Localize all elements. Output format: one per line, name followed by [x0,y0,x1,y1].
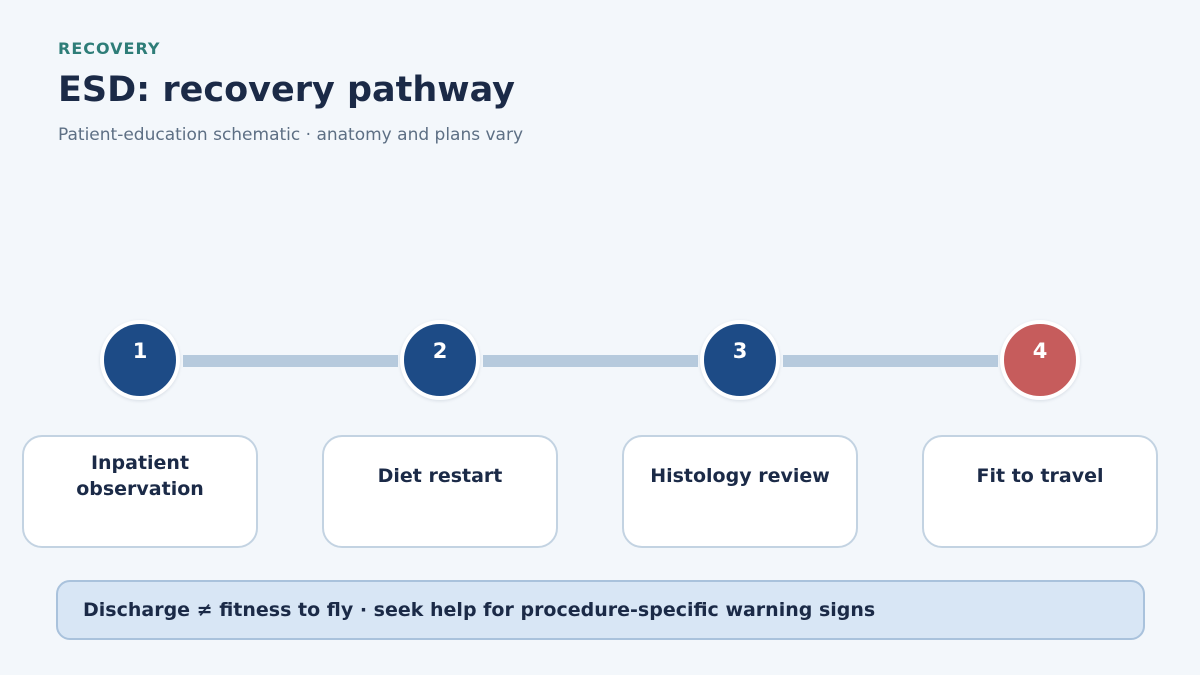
page-subtitle: Patient-education schematic · anatomy an… [58,125,524,145]
step-4-node: 4 [1000,320,1080,400]
page-title: ESD: recovery pathway [58,70,515,110]
step-1-node: 1 [100,320,180,400]
step-2-node: 2 [400,320,480,400]
step-1-label-line1: Inpatient [90,452,190,474]
step-2-card: Diet restart [322,435,558,548]
step-3-number: 3 [732,339,748,363]
step-3-card: Histology review [622,435,858,548]
connector-2-3 [483,355,698,367]
step-1-card: Inpatient observation [22,435,258,548]
connector-3-4 [783,355,998,367]
step-1-label: Inpatient observation [76,450,204,502]
eyebrow-label: RECOVERY [58,39,161,58]
step-3-label: Histology review [650,465,830,487]
warning-banner: Discharge ≠ fitness to fly · seek help f… [56,580,1145,640]
step-2-number: 2 [432,339,448,363]
step-1-number: 1 [132,339,148,363]
step-4-label: Fit to travel [976,465,1104,487]
step-2-label: Diet restart [377,465,503,487]
step-4-card: Fit to travel [922,435,1158,548]
connector-1-2 [183,355,398,367]
step-4-number: 4 [1032,339,1048,363]
warning-banner-text: Discharge ≠ fitness to fly · seek help f… [83,599,876,621]
step-1-label-line2: observation [76,478,204,500]
step-3-node: 3 [700,320,780,400]
